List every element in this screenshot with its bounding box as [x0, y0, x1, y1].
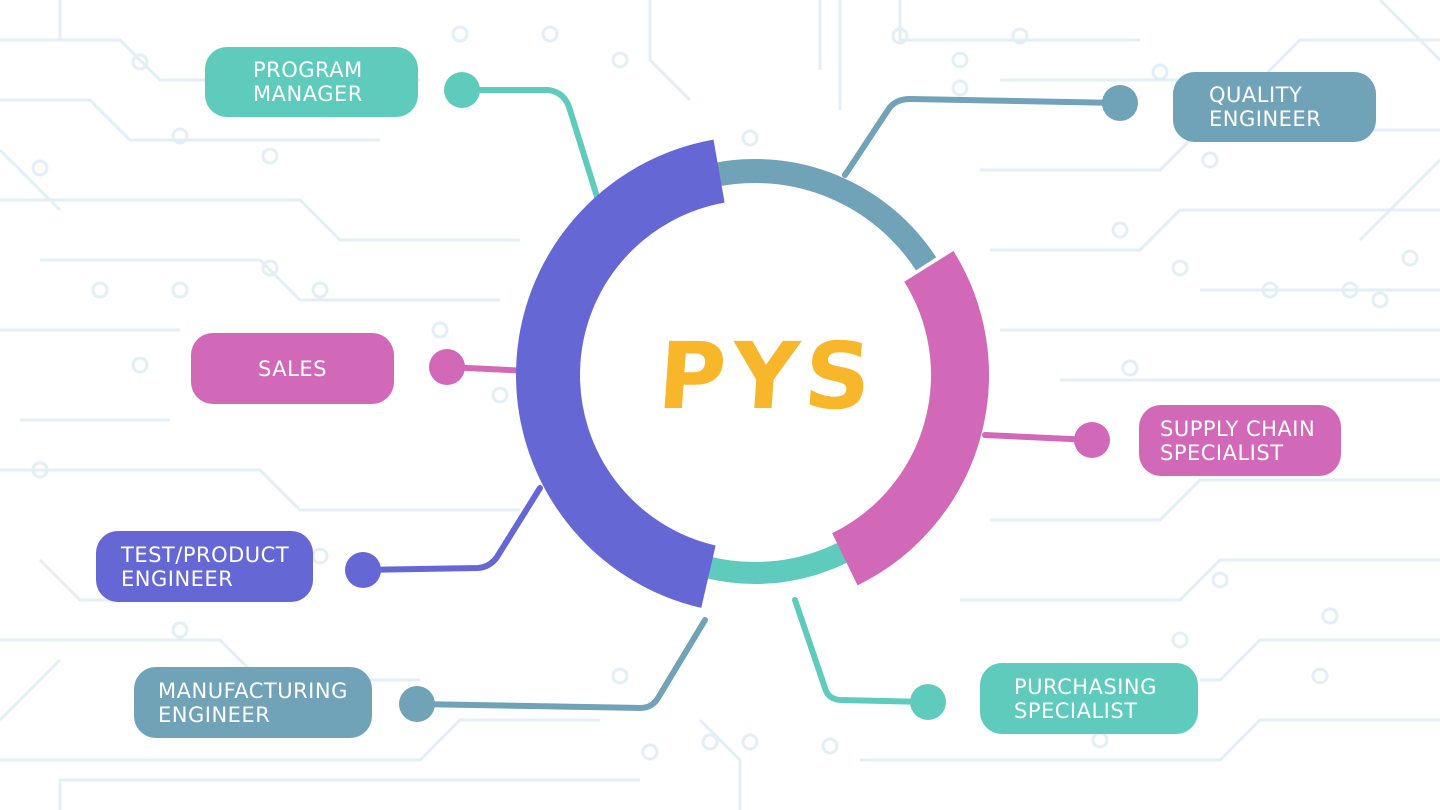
circuit-trace: [0, 468, 520, 512]
quality-engineer-node-dot: [1102, 85, 1138, 121]
circuit-node: [891, 27, 909, 45]
circuit-node: [821, 737, 839, 755]
circuit-node: [171, 621, 189, 639]
test-product-connector: [360, 485, 543, 573]
manufacturing-connector: [414, 617, 708, 712]
test-product-node-dot: [345, 552, 381, 588]
circuit-trace: [990, 478, 1440, 522]
circuit-node: [1321, 607, 1339, 625]
label-line: PROGRAM: [253, 58, 363, 82]
circuit-node: [1371, 291, 1389, 309]
circuit-trace: [1000, 38, 1440, 82]
program-manager-connector: [459, 87, 601, 203]
circuit-trace: [860, 718, 1440, 762]
circuit-node: [311, 281, 329, 299]
circuit-node: [1211, 571, 1229, 589]
label-line: MANUFACTURING: [158, 678, 348, 703]
circuit-trace: [0, 658, 62, 722]
circuit-node: [741, 129, 759, 147]
label-line: SPECIALIST: [1014, 698, 1138, 723]
circuit-node: [1111, 221, 1129, 239]
circuit-node: [31, 159, 49, 177]
label-line: SUPPLY CHAIN: [1160, 416, 1316, 441]
circuit-trace: [0, 148, 62, 212]
ring-segment-quality: [710, 159, 937, 271]
purchasing-connector: [792, 597, 931, 705]
role-sales: SALES: [191, 333, 394, 404]
quality-engineer-connector: [842, 95, 1123, 178]
circuit-trace: [960, 558, 1440, 602]
sales-node-dot: [429, 349, 465, 385]
circuit-node: [1151, 63, 1169, 81]
circuit-trace: [1200, 638, 1440, 682]
ring-segment-engineering: [516, 139, 725, 608]
circuit-node: [431, 321, 449, 339]
circuit-node: [701, 733, 719, 751]
circuit-trace: [990, 208, 1440, 252]
label-line: MANAGER: [253, 82, 363, 106]
circuit-node: [541, 25, 559, 43]
circuit-node: [131, 356, 149, 374]
circuit-node: [641, 743, 659, 761]
label-line: PURCHASING: [1014, 674, 1157, 699]
circuit-node: [951, 79, 969, 97]
label-line: TEST/PRODUCT: [121, 542, 290, 567]
circuit-node: [1261, 281, 1279, 299]
circuit-node: [1311, 667, 1329, 685]
circuit-node: [741, 733, 759, 751]
pys-logo: PYS: [654, 323, 881, 430]
circuit-node: [171, 281, 189, 299]
circuit-trace: [1378, 0, 1440, 62]
supply-chain-node-dot: [1074, 422, 1110, 458]
circuit-node: [31, 461, 49, 479]
circuit-trace: [648, 0, 692, 102]
circuit-node: [1121, 359, 1139, 377]
label-line: QUALITY: [1209, 83, 1303, 107]
circuit-node: [451, 25, 469, 43]
circuit-node: [171, 127, 189, 145]
circuit-trace: [898, 0, 1140, 42]
label-line: ENGINEER: [121, 566, 234, 591]
circuit-node: [1401, 249, 1419, 267]
circuit-trace: [1358, 158, 1440, 242]
circuit-node: [1201, 151, 1219, 169]
ring-segment-purchasing: [704, 540, 854, 584]
circuit-node: [951, 51, 969, 69]
ring-segment-sales-supply: [831, 251, 989, 586]
circuit-trace: [0, 98, 380, 142]
circuit-node: [311, 547, 329, 565]
circuit-node: [491, 386, 509, 404]
circuit-trace: [40, 258, 500, 302]
circuit-node: [91, 281, 109, 299]
circuit-node: [1171, 259, 1189, 277]
manufacturing-node-dot: [399, 686, 435, 722]
circuit-trace: [0, 718, 600, 762]
circuit-trace: [698, 718, 742, 810]
circuit-node: [261, 259, 279, 277]
circuit-node: [611, 51, 629, 69]
circuit-trace: [58, 778, 640, 810]
label-line: ENGINEER: [1209, 107, 1322, 131]
circuit-node: [1011, 27, 1029, 45]
circuit-node: [611, 667, 629, 685]
purchasing-node-dot: [910, 684, 946, 720]
program-manager-node-dot: [444, 72, 480, 108]
circuit-trace: [0, 198, 520, 242]
circuit-node: [131, 53, 149, 71]
circuit-node: [1341, 281, 1359, 299]
circuit-node: [261, 147, 279, 165]
label-line: ENGINEER: [158, 702, 271, 727]
label-line: SPECIALIST: [1160, 440, 1284, 465]
label-line: SALES: [258, 356, 327, 381]
circuit-node: [1171, 631, 1189, 649]
